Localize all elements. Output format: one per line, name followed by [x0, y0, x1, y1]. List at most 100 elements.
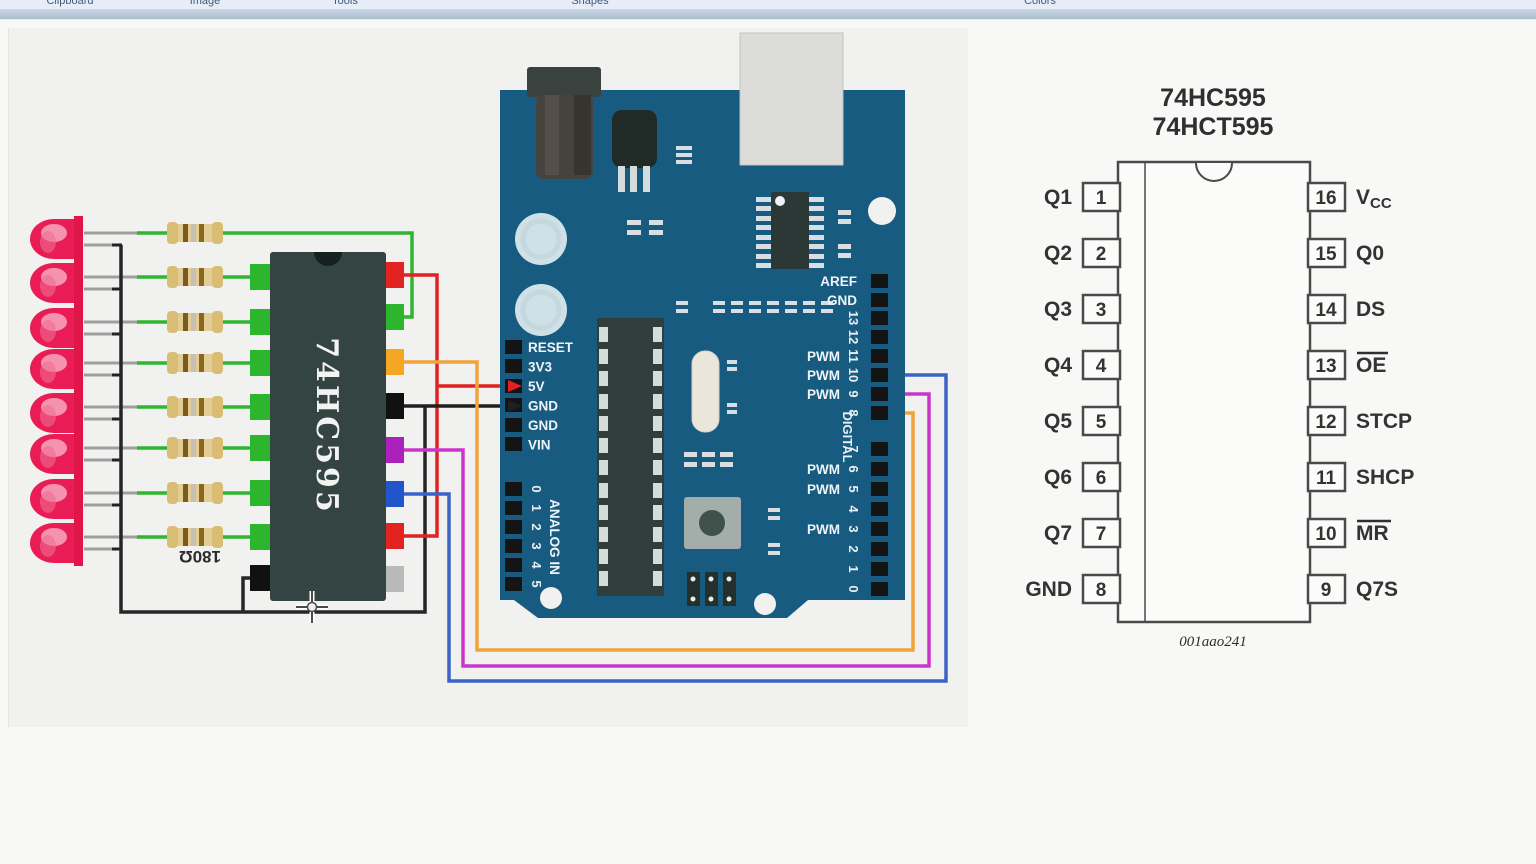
label-pwm-10: PWM	[807, 368, 840, 383]
pin-label-q7: Q7	[1044, 522, 1072, 545]
pin-label-stcp: STCP	[1356, 410, 1412, 433]
pin-label-q4: Q4	[1044, 354, 1072, 377]
ribbon-group-colors: Colors	[1024, 0, 1056, 7]
label-a4: 4	[529, 561, 544, 569]
resistor-1	[167, 222, 223, 244]
label-a2: 2	[529, 523, 544, 530]
wire-shcp-pin10	[395, 373, 948, 683]
resistor-value-label: 180Ω	[179, 547, 221, 566]
label-digital: DIGITAL	[840, 411, 855, 462]
ribbon-group-clipboard: Clipboard	[46, 0, 94, 7]
wire-stcp-pin9	[395, 392, 931, 668]
label-d0: 0	[846, 585, 861, 592]
label-gnd1: GND	[528, 399, 558, 414]
pin-label-oe: OE	[1356, 354, 1386, 377]
pad-q0	[384, 304, 404, 330]
pin-label-q2: Q2	[1044, 242, 1072, 265]
label-d4: 4	[846, 505, 861, 513]
label-a1: 1	[529, 504, 544, 511]
pin-label-shcp: SHCP	[1356, 466, 1414, 489]
label-pwm-6: PWM	[807, 462, 840, 477]
pin-num-5: 5	[1096, 412, 1107, 433]
ribbon-group-labels: Clipboard Image Tools Shapes Colors	[0, 0, 1536, 9]
ground-bus	[119, 245, 427, 614]
pin-num-10: 10	[1315, 524, 1336, 545]
usb-serial-chip	[756, 192, 824, 269]
label-d1: 1	[846, 565, 861, 572]
pad-q7s	[384, 566, 404, 592]
pin-label-q5: Q5	[1044, 410, 1072, 433]
label-d6: 6	[846, 465, 861, 472]
crystal-oscillator	[691, 350, 720, 433]
resistor-array	[167, 222, 223, 548]
mounting-hole	[754, 593, 776, 615]
label-d13: 13	[846, 311, 861, 325]
pin-num-4: 4	[1096, 356, 1107, 377]
pin-num-16: 16	[1315, 188, 1336, 209]
pin-label-gnd: GND	[1025, 578, 1072, 601]
pin-num-15: 15	[1315, 244, 1337, 265]
digital-header-pads[interactable]	[871, 274, 888, 596]
analog-header-pads[interactable]	[505, 482, 522, 591]
resistor-5	[167, 396, 223, 418]
left-pin-boxes	[1081, 181, 1122, 605]
ic-notch	[1195, 162, 1233, 182]
label-d5: 5	[846, 485, 861, 492]
reset-button[interactable]	[684, 497, 741, 549]
barrel-jack-cap	[527, 67, 601, 97]
ribbon-bottom-edge	[0, 9, 1536, 20]
pin-label-q7s: Q7S	[1356, 578, 1398, 601]
wire-ds-pin8	[395, 360, 915, 652]
label-d12: 12	[846, 330, 861, 344]
pin-num-8: 8	[1096, 580, 1107, 601]
icsp-header	[687, 572, 736, 606]
pin-label-q0: Q0	[1356, 242, 1384, 265]
pin-num-11: 11	[1316, 468, 1337, 489]
resistor-8	[167, 526, 223, 548]
mounting-hole	[540, 587, 562, 609]
label-a0: 0	[529, 485, 544, 492]
label-d9: 9	[846, 390, 861, 397]
mcu-chip	[597, 318, 664, 596]
label-d3: 3	[846, 525, 861, 532]
label-pwm-11: PWM	[807, 349, 840, 364]
mounting-hole	[868, 197, 896, 225]
figure-id: 001aao241	[1179, 634, 1247, 650]
label-gnd-digital: GND	[827, 293, 857, 308]
pin-label-mr: MR	[1356, 522, 1389, 545]
pinout-title-2: 74HCT595	[1153, 113, 1274, 141]
label-gnd2: GND	[528, 418, 558, 433]
pad-stcp	[384, 437, 404, 463]
smd-pads	[627, 146, 851, 555]
pad-shcp	[384, 481, 404, 507]
resistor-7	[167, 482, 223, 504]
pin-num-9: 9	[1321, 580, 1332, 601]
right-pin-boxes	[1306, 181, 1347, 605]
resistor-3	[167, 311, 223, 333]
label-pwm-9: PWM	[807, 387, 840, 402]
pin-num-2: 2	[1096, 244, 1107, 265]
label-pwm-5: PWM	[807, 482, 840, 497]
label-d11: 11	[846, 349, 861, 363]
label-d8: 8	[846, 409, 861, 416]
label-pwm-3: PWM	[807, 522, 840, 537]
pin-num-3: 3	[1096, 300, 1107, 321]
pin-num-6: 6	[1096, 468, 1107, 489]
label-a5: 5	[529, 580, 544, 587]
pin-label-ds: DS	[1356, 298, 1385, 321]
arduino-board: RESET 3V3 5V GND GND VIN ANALOG IN 0 1 2…	[500, 32, 905, 618]
resistor-4	[167, 352, 223, 374]
pin-num-7: 7	[1096, 524, 1107, 545]
pin-num-12: 12	[1315, 412, 1336, 433]
signal-wires	[395, 273, 948, 683]
pinout-diagram: 74HC595 74HCT595 1 2 3 4 5 6 7 8 Q1 Q2 Q…	[1025, 84, 1414, 650]
pin-num-14: 14	[1315, 300, 1337, 321]
pad-mr	[384, 523, 404, 549]
chip-label: 74HC595	[309, 337, 344, 515]
label-3v3: 3V3	[528, 360, 553, 375]
pin-label-vcc: VCC	[1356, 186, 1392, 212]
ribbon-group-shapes: Shapes	[571, 0, 609, 7]
label-analog-in: ANALOG IN	[547, 499, 562, 575]
pad-ds	[384, 349, 404, 375]
